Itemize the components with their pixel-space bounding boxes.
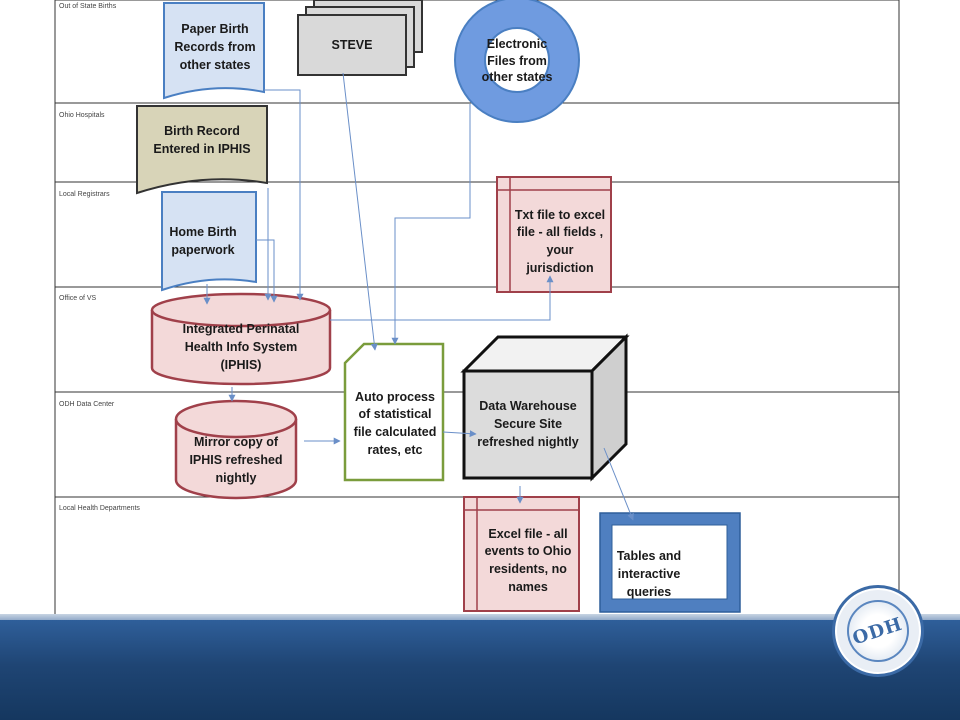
arrow-iphis-to-txt bbox=[330, 275, 554, 321]
odh-seal-icon: ODH bbox=[832, 585, 924, 677]
txt-file-label: Txt file to excel file - all fields , yo… bbox=[514, 207, 606, 275]
home-birth-label: Home Birth paperwork bbox=[169, 225, 237, 257]
electronic-files-ring-hole bbox=[484, 27, 550, 93]
txt-file-shape bbox=[496, 176, 612, 293]
paper-records-label: Paper Birth Records from other states bbox=[174, 22, 256, 72]
auto-process-shape bbox=[343, 342, 445, 482]
mirror-label: Mirror copy of IPHIS refreshed nightly bbox=[189, 435, 283, 485]
steve-doc-front bbox=[297, 14, 407, 76]
odh-seal-letters: ODH bbox=[850, 613, 906, 649]
birth-record-label: Birth Record Entered in IPHIS bbox=[153, 124, 251, 156]
lane-label-local-registrars: Local Registrars bbox=[59, 191, 110, 198]
lane-label-office-of-vs: Office of VS bbox=[59, 295, 97, 302]
arrow-warehouse-to-tables bbox=[603, 447, 634, 521]
electronic-files-ring bbox=[455, 0, 579, 122]
birth-record-shape bbox=[136, 105, 268, 195]
lane-label-ohio-hospitals: Ohio Hospitals bbox=[59, 112, 105, 119]
iphis-label: Integrated Perinatal Health Info System … bbox=[182, 322, 300, 372]
mirror-cylinder-body bbox=[174, 419, 298, 500]
arrow-homebirth-to-iphis bbox=[256, 239, 278, 303]
arrow-electronic-to-auto bbox=[391, 104, 471, 345]
iphis-cylinder-top bbox=[150, 292, 332, 328]
iphis-cylinder-body bbox=[150, 310, 332, 386]
arrow-paper-to-iphis bbox=[264, 89, 304, 301]
electronic-files-label: Electronic Files from other states bbox=[481, 36, 553, 85]
lane-label-odh-data-center: ODH Data Center bbox=[59, 401, 115, 408]
excel-file-shape bbox=[463, 496, 580, 612]
electronic-files-ring-outline bbox=[454, 0, 580, 123]
mirror-cylinder-top bbox=[174, 399, 298, 439]
lane-label-out-of-state: Out of State Births bbox=[59, 3, 117, 10]
odh-seal-inner: ODH bbox=[847, 600, 909, 662]
tables-frame-inner bbox=[611, 524, 728, 600]
arrow-steve-to-auto bbox=[342, 72, 378, 351]
footer-band bbox=[0, 620, 960, 720]
paper-records-shape bbox=[163, 2, 265, 100]
arrow-auto-to-warehouse bbox=[442, 430, 477, 438]
auto-process-label: Auto process of statistical file calcula… bbox=[353, 389, 437, 457]
data-warehouse-label: Data Warehouse Secure Site refreshed nig… bbox=[477, 399, 579, 449]
home-birth-shape bbox=[161, 191, 257, 292]
excel-file-label: Excel file - all events to Ohio resident… bbox=[484, 526, 572, 594]
warehouse-cube-front bbox=[462, 369, 594, 480]
steve-label: STEVE bbox=[331, 38, 373, 53]
footer-sheen bbox=[0, 614, 960, 624]
lane-label-local-health-depts: Local Health Departments bbox=[59, 505, 140, 512]
tables-label: Tables and interactive queries bbox=[616, 549, 682, 599]
